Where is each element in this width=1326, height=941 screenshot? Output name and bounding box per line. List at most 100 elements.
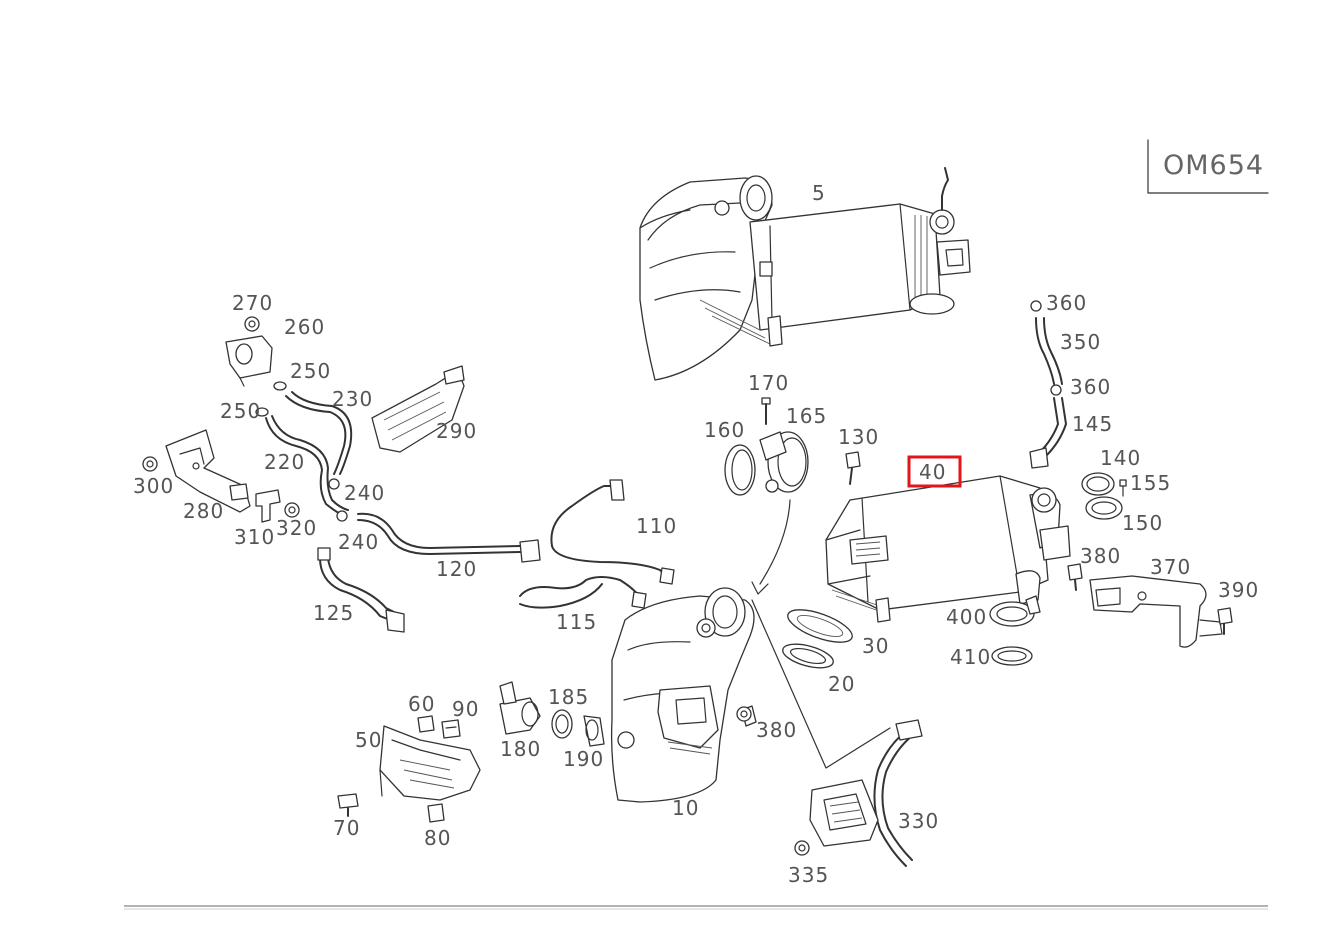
label-335[interactable]: 335 (788, 863, 829, 887)
part-155-drawing[interactable] (1119, 479, 1127, 497)
part-5-drawing[interactable] (639, 167, 971, 381)
label-380-center[interactable]: 380 (756, 718, 797, 742)
label-10[interactable]: 10 (672, 796, 699, 820)
label-320[interactable]: 320 (276, 516, 317, 540)
label-125[interactable]: 125 (313, 601, 354, 625)
part-350-drawing[interactable] (1035, 317, 1063, 385)
part-50-drawing[interactable] (379, 725, 481, 801)
label-230[interactable]: 230 (332, 387, 373, 411)
label-300[interactable]: 300 (133, 474, 174, 498)
part-330-drawing[interactable] (809, 719, 923, 867)
label-350[interactable]: 350 (1060, 330, 1101, 354)
label-140[interactable]: 140 (1100, 446, 1141, 470)
label-250-top[interactable]: 250 (290, 359, 331, 383)
part-30-drawing[interactable] (784, 603, 856, 649)
part-370-drawing[interactable] (1089, 575, 1223, 648)
part-165-drawing[interactable] (759, 431, 809, 493)
label-360-top[interactable]: 360 (1046, 291, 1087, 315)
part-90-drawing[interactable] (441, 719, 461, 739)
part-260-drawing[interactable] (225, 335, 273, 387)
part-145-drawing[interactable] (1029, 397, 1067, 469)
part-220-drawing[interactable] (265, 415, 349, 517)
label-280[interactable]: 280 (183, 499, 224, 523)
label-260[interactable]: 260 (284, 315, 325, 339)
label-180[interactable]: 180 (500, 737, 541, 761)
engine-code: OM654 (1163, 150, 1264, 181)
part-180-drawing[interactable] (499, 681, 541, 735)
label-120[interactable]: 120 (436, 557, 477, 581)
engine-code-box: OM654 (1147, 139, 1269, 194)
part-20-drawing[interactable] (780, 640, 835, 673)
label-155[interactable]: 155 (1130, 471, 1171, 495)
part-60-drawing[interactable] (417, 715, 435, 733)
label-165[interactable]: 165 (786, 404, 827, 428)
part-115-drawing[interactable] (519, 576, 647, 609)
part-230-drawing[interactable] (285, 391, 353, 475)
label-170[interactable]: 170 (748, 371, 789, 395)
part-400-drawing[interactable] (989, 595, 1041, 627)
label-390[interactable]: 390 (1218, 578, 1259, 602)
label-310[interactable]: 310 (234, 525, 275, 549)
label-400[interactable]: 400 (946, 605, 987, 629)
part-120-drawing[interactable] (357, 512, 541, 563)
label-190[interactable]: 190 (563, 747, 604, 771)
part-390-drawing[interactable] (1217, 607, 1233, 635)
label-290[interactable]: 290 (436, 419, 477, 443)
label-145[interactable]: 145 (1072, 412, 1113, 436)
label-240-bottom[interactable]: 240 (338, 530, 379, 554)
part-40-drawing[interactable] (825, 475, 1071, 623)
label-50[interactable]: 50 (355, 728, 382, 752)
label-185[interactable]: 185 (548, 685, 589, 709)
part-320-drawing[interactable] (284, 502, 300, 518)
label-90[interactable]: 90 (452, 697, 479, 721)
part-150-drawing[interactable] (1085, 496, 1123, 520)
part-10-drawing[interactable] (610, 587, 757, 803)
label-110[interactable]: 110 (636, 514, 677, 538)
label-30[interactable]: 30 (862, 634, 889, 658)
part-300-drawing[interactable] (142, 456, 158, 472)
part-185-drawing[interactable] (551, 709, 573, 739)
part-290-drawing[interactable] (371, 365, 465, 453)
label-250-left[interactable]: 250 (220, 399, 261, 423)
part-70-drawing[interactable] (337, 793, 359, 817)
part-80-drawing[interactable] (427, 803, 445, 823)
label-360-mid[interactable]: 360 (1070, 375, 1111, 399)
label-380-right[interactable]: 380 (1080, 544, 1121, 568)
part-380b-drawing[interactable] (736, 706, 752, 722)
part-190-drawing[interactable] (583, 715, 605, 747)
part-160-drawing[interactable] (724, 444, 756, 496)
label-330[interactable]: 330 (898, 809, 939, 833)
part-240-drawing[interactable] (328, 478, 348, 522)
part-250-drawing[interactable] (255, 381, 287, 417)
label-160[interactable]: 160 (704, 418, 745, 442)
part-280-drawing[interactable] (165, 429, 251, 513)
part-140-drawing[interactable] (1081, 472, 1115, 496)
label-150[interactable]: 150 (1122, 511, 1163, 535)
label-115[interactable]: 115 (556, 610, 597, 634)
label-240-top[interactable]: 240 (344, 481, 385, 505)
part-130-drawing[interactable] (845, 451, 861, 485)
label-60[interactable]: 60 (408, 692, 435, 716)
label-370[interactable]: 370 (1150, 555, 1191, 579)
part-170-drawing[interactable] (761, 397, 771, 425)
label-410[interactable]: 410 (950, 645, 991, 669)
part-335-drawing[interactable] (794, 840, 810, 856)
part-110-drawing[interactable] (550, 479, 675, 585)
assembly-arrow (759, 499, 791, 585)
part-360-drawing[interactable] (1030, 300, 1062, 396)
label-270[interactable]: 270 (232, 291, 273, 315)
part-125-drawing[interactable] (317, 547, 405, 633)
label-130[interactable]: 130 (838, 425, 879, 449)
label-40[interactable]: 40 (919, 460, 946, 484)
part-380a-drawing[interactable] (1067, 563, 1083, 591)
part-270-drawing[interactable] (244, 316, 260, 332)
part-410-drawing[interactable] (991, 646, 1033, 666)
part-labels: 5 270 260 250 230 250 290 220 300 240 28… (133, 181, 1259, 887)
label-5[interactable]: 5 (812, 181, 826, 205)
label-70[interactable]: 70 (333, 816, 360, 840)
label-20[interactable]: 20 (828, 672, 855, 696)
part-310-drawing[interactable] (255, 489, 281, 523)
label-220[interactable]: 220 (264, 450, 305, 474)
label-80[interactable]: 80 (424, 826, 451, 850)
